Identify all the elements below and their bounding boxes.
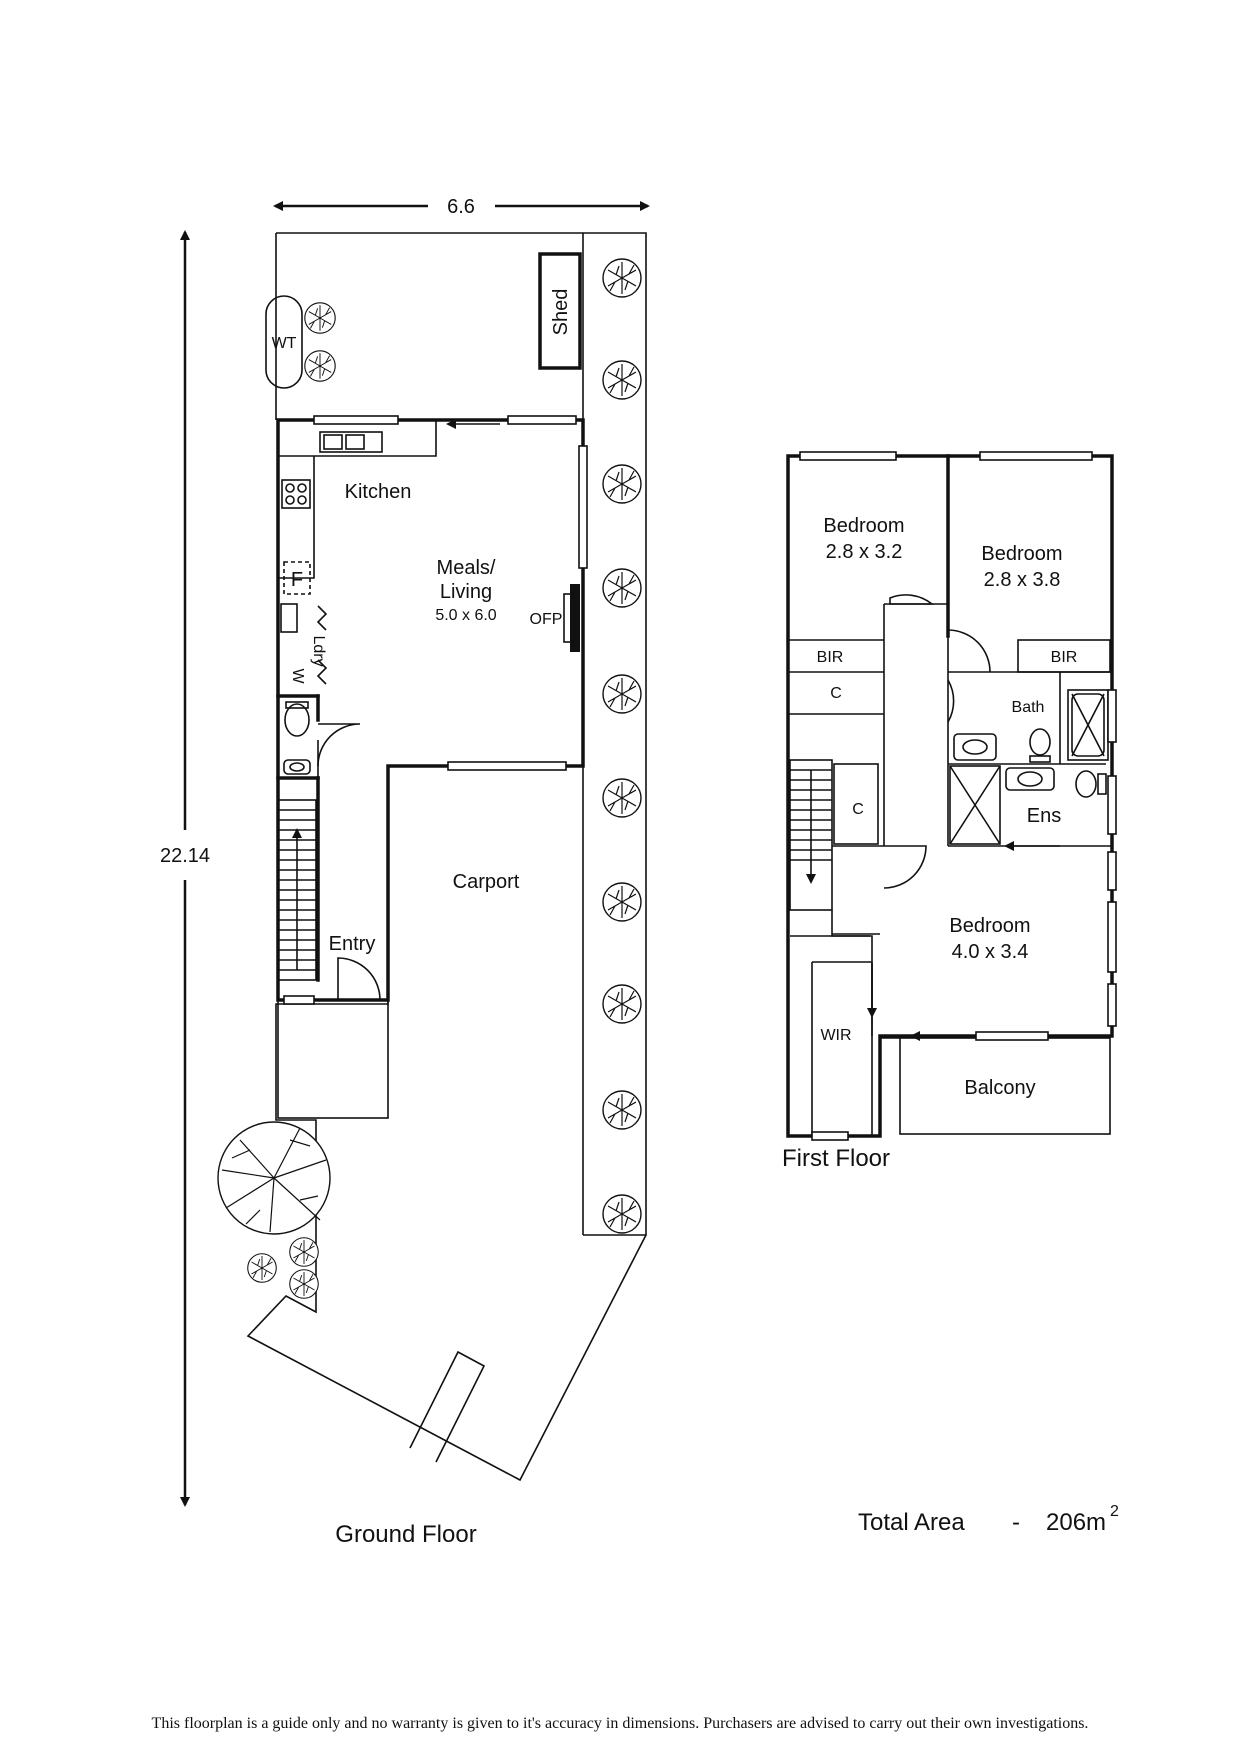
water-tank-label: WT: [272, 335, 297, 352]
width-dimension-label: 6.6: [447, 196, 475, 218]
bedroom1-label: Bedroom: [823, 515, 904, 537]
fireplace: [570, 584, 580, 652]
ground-floor-title: Ground Floor: [335, 1521, 476, 1548]
cupboard2-label: C: [852, 801, 864, 818]
bir2-label: BIR: [1051, 649, 1078, 666]
shrub-icon-7: [602, 360, 642, 400]
shrub-icon-15: [602, 1194, 642, 1234]
shrub-icon-13: [602, 984, 642, 1024]
bath-label: Bath: [1012, 699, 1045, 716]
kitchen-sink: [319, 431, 383, 453]
entry-door: [337, 957, 381, 1001]
ground-floor: Shed WT F Ldry W: [217, 232, 647, 1548]
ground-floor-walls: [276, 418, 585, 1002]
shrub-icon-1: [304, 302, 336, 334]
bedroom1-door: [889, 594, 935, 605]
toilet: [284, 701, 310, 737]
water-tank: [265, 295, 303, 389]
ensuite-basin: [1005, 767, 1055, 791]
shrub-icon-11: [602, 778, 642, 818]
bath-basin: [953, 733, 997, 761]
total-area-value: 206m: [1046, 1509, 1106, 1536]
powder-basin: [283, 759, 311, 775]
bedroom2-size: 2.8 x 3.8: [984, 569, 1061, 591]
driveway-strip: [409, 1350, 486, 1463]
fridge-space: [283, 561, 311, 595]
shed: [538, 252, 582, 370]
bedroom3-window-1: [1107, 851, 1117, 891]
length-dimension: 22.14: [160, 230, 210, 1507]
shrub-icon-10: [602, 674, 642, 714]
fireplace-label: OFP: [530, 611, 563, 628]
bedroom3-door: [883, 845, 927, 889]
kitchen-window: [313, 415, 399, 425]
laundry-bifold-door-1: [316, 605, 328, 631]
bedroom2-door: [947, 629, 991, 673]
first-floor-walls: [786, 454, 1114, 1138]
ensuite-window: [1107, 775, 1117, 835]
bedroom1-window: [799, 451, 897, 461]
laundry-label: Ldry: [310, 635, 327, 666]
shed-label: Shed: [550, 289, 572, 336]
first-floor-title: First Floor: [782, 1145, 890, 1172]
shrub-icon-3: [247, 1253, 277, 1283]
tree-icon: [217, 1121, 331, 1235]
kitchen-label: Kitchen: [345, 481, 412, 503]
ensuite-shower: [949, 765, 1001, 845]
total-area-label: Total Area: [858, 1509, 965, 1536]
bath-door: [947, 679, 955, 723]
shrub-icon-2: [304, 350, 336, 382]
bedroom3-size: 4.0 x 3.4: [952, 941, 1029, 963]
bedroom3-window-2: [1107, 901, 1117, 973]
powder-room-door: [317, 723, 361, 767]
entry-porch: [277, 999, 389, 1119]
balcony-label: Balcony: [964, 1077, 1035, 1099]
bath-window: [1107, 689, 1117, 743]
length-dimension-label: 22.14: [160, 845, 210, 867]
shrub-icon-12: [602, 882, 642, 922]
washer-label: W: [289, 668, 306, 684]
disclaimer-text: This floorplan is a guide only and no wa…: [151, 1715, 1089, 1732]
bedroom3-window-3: [1107, 983, 1117, 1027]
shrub-icon-5: [289, 1269, 319, 1299]
wir-label: WIR: [820, 1027, 851, 1044]
total-area-unit-superscript: 2: [1110, 1503, 1119, 1520]
first-floor: Bedroom 2.8 x 3.2 Bedroom 2.8 x 3.8 BIR …: [782, 451, 1117, 1172]
laundry-tub: [280, 603, 298, 633]
bir1-label: BIR: [817, 649, 844, 666]
meals-label-line1: Meals/: [437, 557, 496, 579]
cupboard1-label: C: [830, 685, 842, 702]
fridge-label: F: [291, 569, 303, 591]
kitchen-bench: [278, 420, 437, 579]
bedroom2-label: Bedroom: [981, 543, 1062, 565]
carport-label: Carport: [453, 871, 520, 893]
ensuite-toilet: [1075, 770, 1107, 798]
bedroom3-window-4: [975, 1031, 1049, 1041]
laundry-bifold-door-2: [316, 659, 328, 685]
first-stairs: [789, 759, 833, 911]
meals-label-line2: Living: [440, 581, 492, 603]
shrub-icon-4: [289, 1237, 319, 1267]
shrub-icon-8: [602, 464, 642, 504]
entry-label: Entry: [329, 933, 376, 955]
meals-window-top: [507, 415, 577, 425]
ensuite-label: Ens: [1027, 805, 1061, 827]
shrub-icon-9: [602, 568, 642, 608]
cooktop: [281, 479, 311, 509]
shrub-icon-14: [602, 1090, 642, 1130]
total-area-separator: -: [1012, 1509, 1020, 1536]
width-dimension: 6.6: [273, 196, 650, 218]
meals-window-bottom: [447, 761, 567, 771]
bedroom1-size: 2.8 x 3.2: [826, 541, 903, 563]
bath-toilet: [1029, 728, 1051, 763]
meals-window-side: [578, 445, 588, 569]
meals-size: 5.0 x 6.0: [435, 607, 496, 624]
wir-window: [811, 1131, 849, 1141]
total-area: Total Area - 206m 2: [858, 1503, 1119, 1536]
bedroom3-label: Bedroom: [949, 915, 1030, 937]
ground-stairs: [277, 799, 317, 981]
bedroom2-window: [979, 451, 1093, 461]
shrub-icon-6: [602, 258, 642, 298]
